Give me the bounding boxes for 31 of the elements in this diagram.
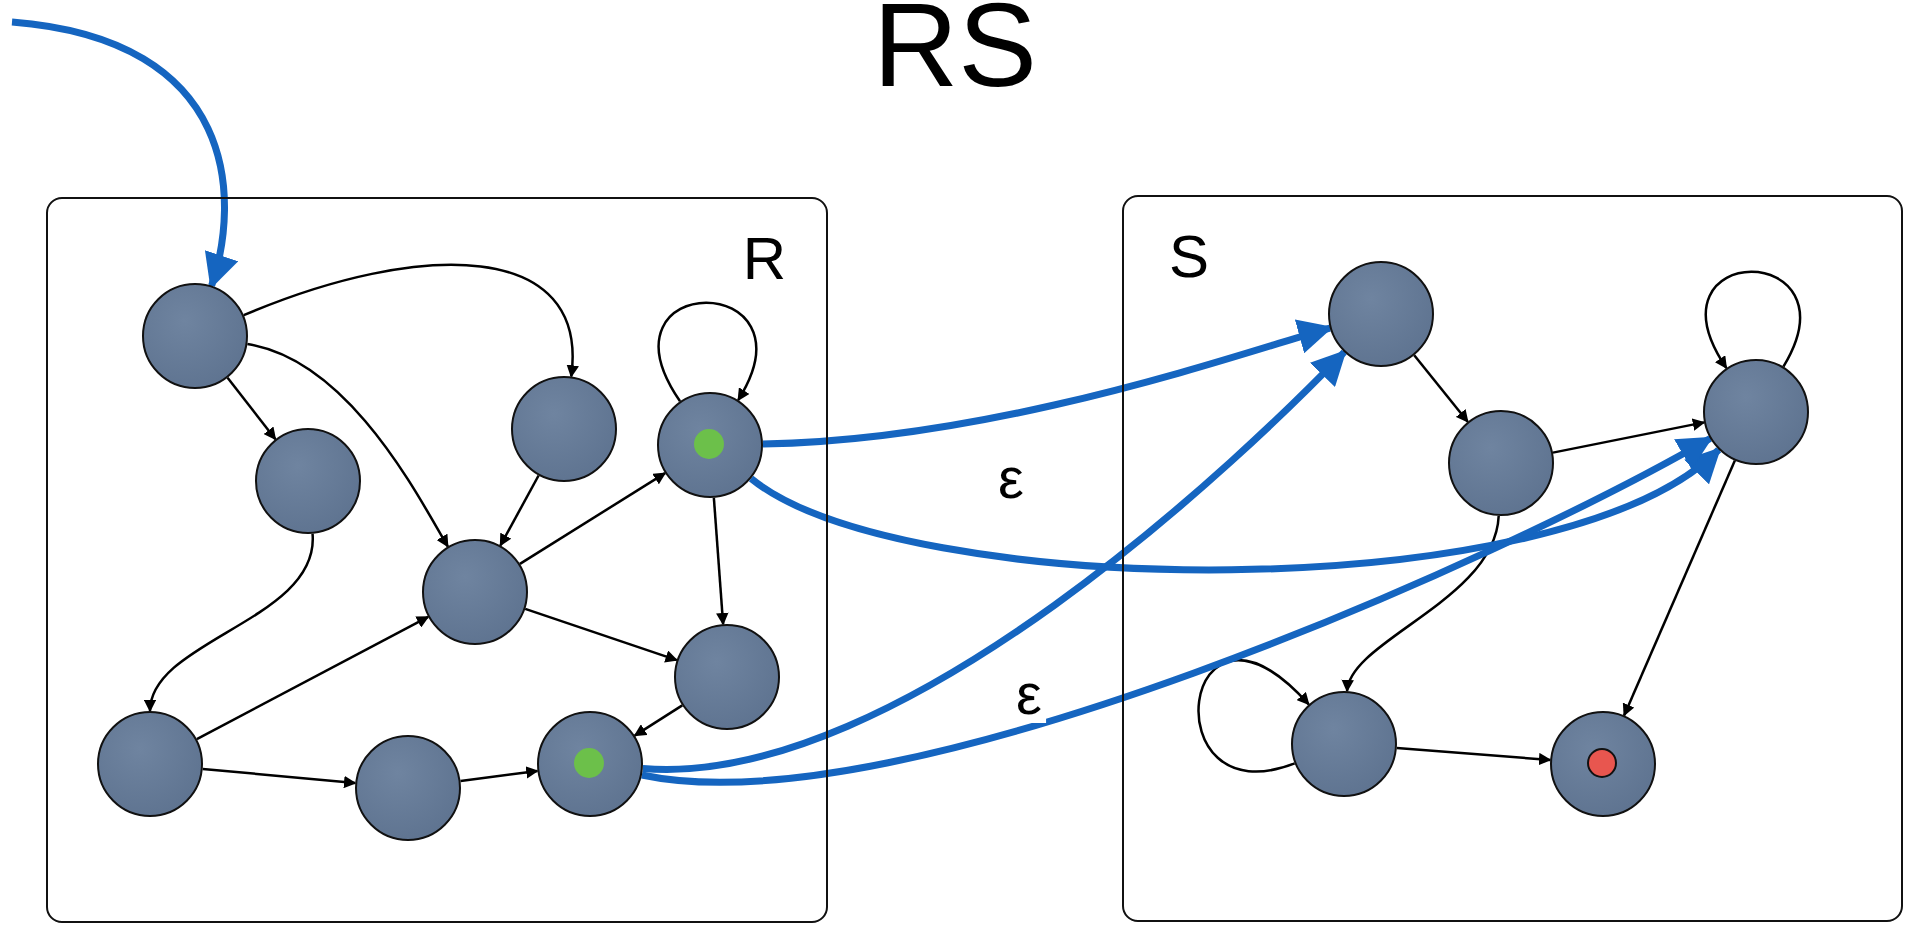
epsilon-transition-arrow — [642, 349, 1347, 772]
transition-arrow — [247, 342, 449, 548]
transition-arrow — [657, 301, 758, 402]
transition-arrow — [146, 533, 314, 713]
transition-arrow — [1197, 659, 1310, 773]
transition-arrow — [633, 704, 683, 737]
frame-label: S — [1169, 227, 1210, 287]
transition-arrow — [243, 263, 578, 378]
epsilon-transition-arrow — [641, 435, 1714, 786]
transition-arrow — [1413, 354, 1469, 423]
transition-arrow — [1622, 460, 1736, 717]
transition-arrow — [1396, 746, 1552, 766]
diagram-title: RS — [872, 0, 1038, 104]
final-marker-dot — [1587, 748, 1617, 778]
transition-arrow — [196, 615, 430, 741]
epsilon-transition-arrow — [749, 446, 1722, 574]
transition-arrow — [712, 497, 729, 626]
transition-arrow — [1704, 270, 1801, 370]
transition-arrow — [524, 607, 678, 663]
transition-arrow — [499, 474, 540, 547]
state-machine-frame — [1122, 195, 1903, 922]
accept-marker-dot — [694, 429, 724, 459]
transition-arrow — [202, 767, 357, 789]
accept-marker-dot — [574, 748, 604, 778]
state-machine-frame — [46, 197, 828, 923]
transition-arrow — [226, 377, 277, 441]
transition-arrow — [460, 766, 539, 783]
transition-arrow — [1552, 418, 1706, 454]
frame-label: R — [742, 229, 786, 289]
transition-arrow — [1344, 515, 1500, 693]
transition-arrow — [519, 472, 667, 565]
